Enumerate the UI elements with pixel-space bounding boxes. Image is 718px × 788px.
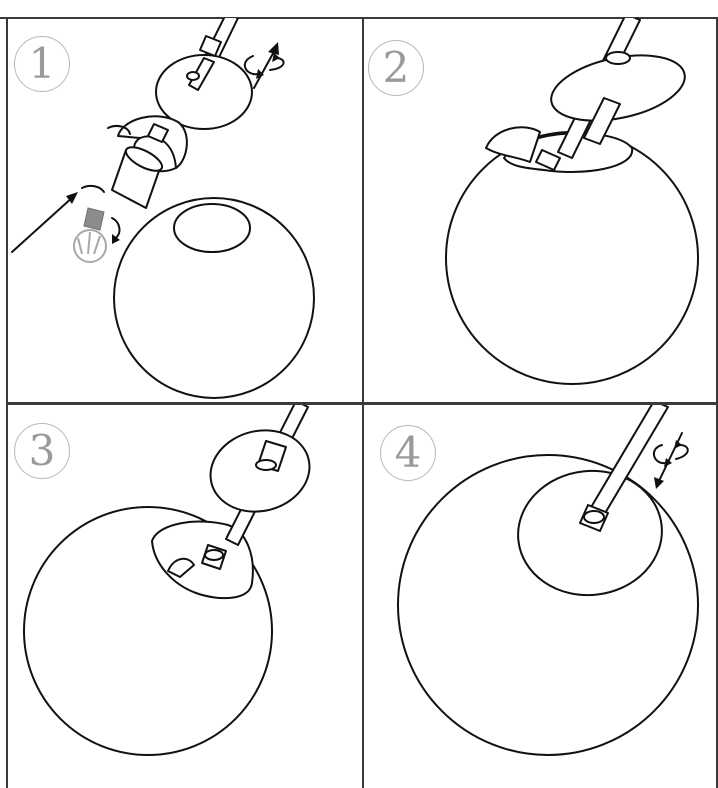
step-3-panel: 3 (8, 405, 364, 788)
step-4-panel: 4 (364, 405, 718, 788)
globe-opening (174, 204, 250, 252)
step-1-panel: 1 (8, 18, 364, 403)
canopy-disc (202, 420, 318, 522)
cap-ring (486, 127, 540, 162)
step-4-illustration (364, 405, 718, 788)
step-3-illustration (8, 405, 364, 788)
step-2-illustration (364, 18, 718, 403)
step-2-panel: 2 (364, 18, 718, 403)
insert-arrow-icon (12, 192, 78, 252)
step-1-illustration (8, 18, 364, 403)
light-bulb-icon (74, 186, 120, 262)
rotate-arrow-icon (654, 433, 688, 489)
